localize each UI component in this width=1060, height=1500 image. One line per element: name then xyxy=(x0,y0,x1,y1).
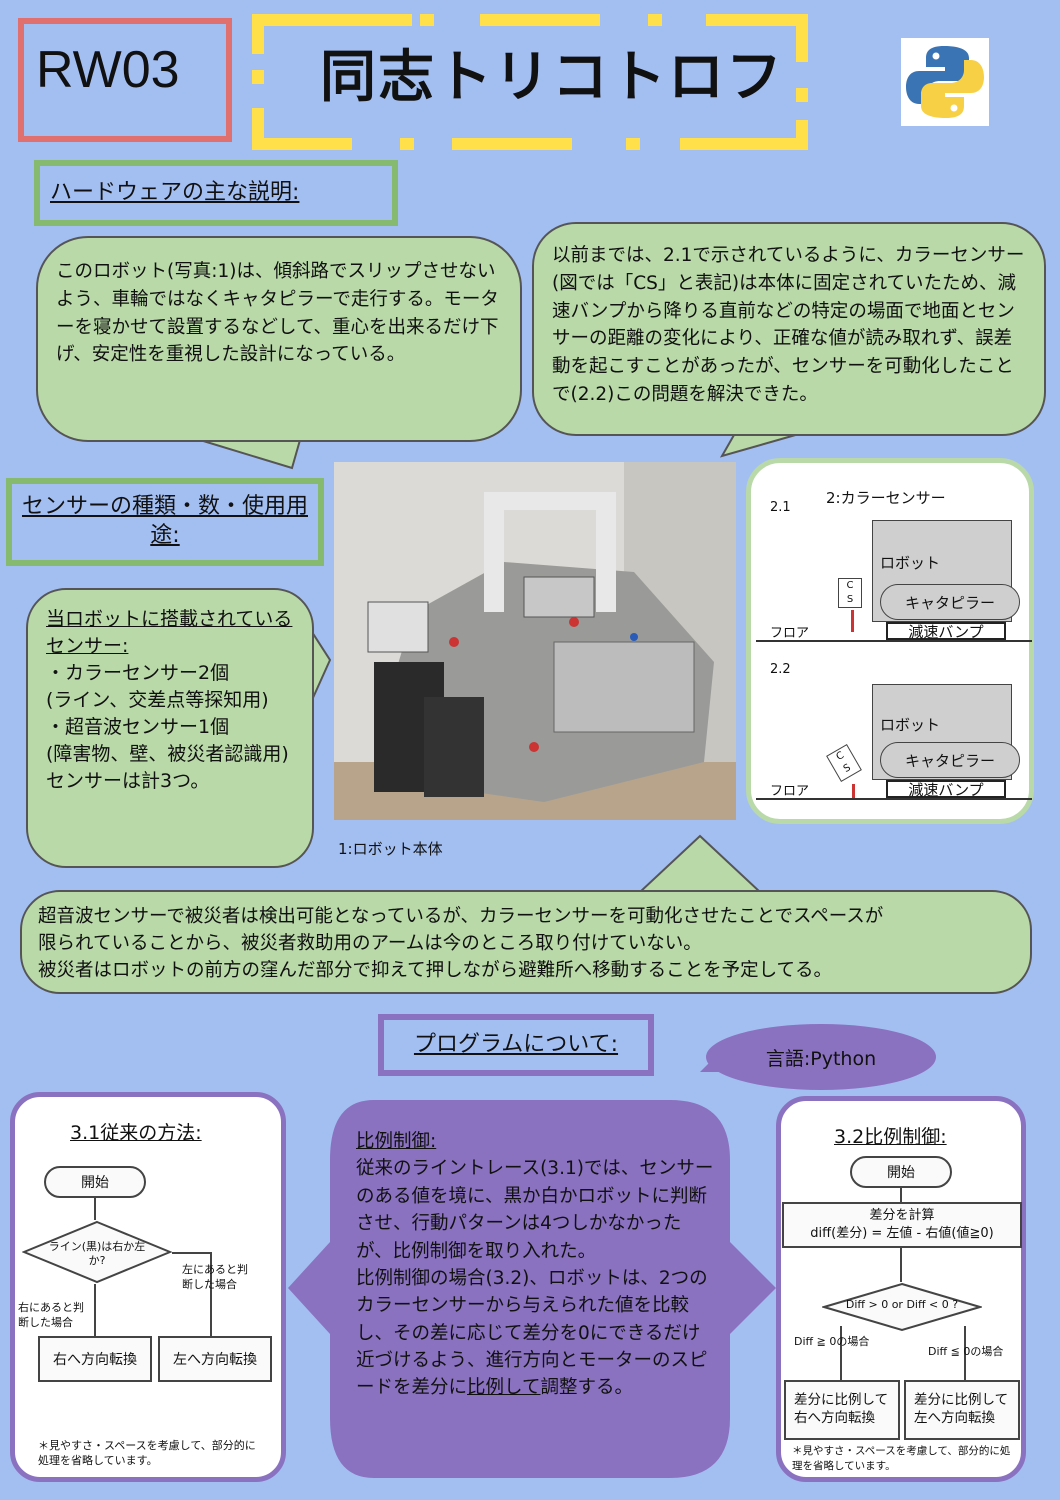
right-condition: Diff ≦ 0の場合 xyxy=(928,1345,1004,1358)
conventional-note: ＊見やすさ・スペースを考慮して、部分的に処理を省略しています。 xyxy=(38,1439,256,1468)
photo-caption: 1:ロボット本体 xyxy=(338,840,443,858)
distance-arrow-icon xyxy=(852,784,855,798)
conventional-panel xyxy=(10,1092,286,1482)
right-condition: 右にあると判断した場合 xyxy=(18,1301,84,1330)
floor-label: フロア xyxy=(770,626,810,641)
hardware-intro-bubble: このロボット(写真:1)は、傾斜路でスリップさせないよう、車輪ではなくキャタピラ… xyxy=(36,236,522,442)
start-node: 開始 xyxy=(44,1166,146,1198)
cs-letter: C xyxy=(846,580,854,591)
sensors-heading: センサーの種類・数・使用用途: xyxy=(6,478,324,566)
decision-node xyxy=(22,1220,172,1284)
sensor-line: ・カラーセンサー2個 xyxy=(46,661,230,684)
proportional-left-box: 差分に比例して左へ方向転換 xyxy=(904,1380,1020,1440)
diagram-title: 2:カラーセンサー xyxy=(826,489,946,507)
figure-label: 2.1 xyxy=(770,500,791,515)
hardware-heading: ハードウェアの主な説明: xyxy=(34,160,398,226)
language-bubble: 言語:Python xyxy=(706,1024,936,1090)
flow-connector xyxy=(964,1326,966,1380)
floor-label: フロア xyxy=(770,784,810,799)
bump-label: 減速バンプ xyxy=(886,780,1006,798)
explanation-text: 比例制御: 従来のライントレース(3.1)では、センサーのある値を境に、黒か白か… xyxy=(356,1128,714,1402)
proportional-right-box: 差分に比例して右へ方向転換 xyxy=(784,1380,900,1440)
sensor-line: (障害物、壁、被災者認識用) xyxy=(46,742,289,765)
cs-letter: S xyxy=(841,762,853,775)
distance-arrow-icon xyxy=(851,610,854,632)
hardware-intro-text: このロボット(写真:1)は、傾斜路でスリップさせないよう、車輪ではなくキャタピラ… xyxy=(56,261,499,366)
divider xyxy=(756,640,1032,642)
rescue-line: 限られていることから、被災者救助用のアームは今のところ取り付けていない。 xyxy=(38,932,702,954)
calc-line: 差分を計算 xyxy=(869,1208,935,1224)
turn-left-box: 左へ方向転換 xyxy=(158,1336,272,1382)
flow-connector xyxy=(840,1326,842,1380)
explanation-para: 比例制御の場合(3.2)、ロボットは、2つのカラーセンサーから与えられた値を比較… xyxy=(356,1267,708,1399)
explanation-title: 比例制御: xyxy=(356,1131,437,1152)
proportional-title: 3.2比例制御: xyxy=(834,1126,947,1148)
robot-label: ロボット xyxy=(880,716,941,734)
track-label: キャタピラー xyxy=(880,584,1020,620)
conventional-title: 3.1従来の方法: xyxy=(70,1122,202,1144)
robot-photo xyxy=(334,462,736,820)
rescue-line: 被災者はロボットの前方の窪んだ部分で抑えて押しながら避難所へ移動することを予定し… xyxy=(38,959,833,981)
python-logo-icon xyxy=(901,38,989,126)
decision-node xyxy=(822,1282,982,1332)
calc-box: 差分を計算 diff(差分) = 左値 - 右値(値≧0) xyxy=(782,1202,1022,1248)
bump-label: 減速バンプ xyxy=(886,622,1006,640)
team-id: RW03 xyxy=(36,41,180,99)
sensors-lead: 当ロボットに搭載されているセンサー: xyxy=(46,608,293,657)
rescue-line: 超音波センサーで被災者は検出可能となっているが、カラーセンサーを可動化させたこと… xyxy=(38,906,884,927)
team-id-frame xyxy=(18,18,232,142)
decision-text: ライン(黒)は右か左か? xyxy=(48,1240,146,1268)
cs-letter: S xyxy=(846,594,854,605)
program-heading: プログラムについて: xyxy=(378,1014,654,1076)
calc-line: diff(差分) = 左値 - 右値(値≧0) xyxy=(810,1226,994,1241)
flow-connector xyxy=(172,1252,212,1254)
track-label: キャタピラー xyxy=(880,742,1020,778)
turn-right-box: 右へ方向転換 xyxy=(38,1336,152,1382)
start-node: 開始 xyxy=(850,1156,952,1188)
left-condition: 左にあると判断した場合 xyxy=(182,1263,248,1292)
robot-label: ロボット xyxy=(880,554,941,572)
flow-connector xyxy=(94,1284,96,1336)
flow-connector xyxy=(900,1248,902,1282)
decision-text: Diff > 0 or Diff < 0 ? xyxy=(845,1298,959,1311)
rescue-bubble: 超音波センサーで被災者は検出可能となっているが、カラーセンサーを可動化させたこと… xyxy=(20,890,1032,994)
sensors-bubble: 当ロボットに搭載されているセンサー: ・カラーセンサー2個 (ライン、交差点等探… xyxy=(26,588,314,868)
figure-label: 2.2 xyxy=(770,662,791,677)
sensor-line: (ライン、交差点等探知用) xyxy=(46,688,269,711)
floor-line xyxy=(756,798,1032,800)
flow-connector xyxy=(210,1252,212,1336)
cs-letter: C xyxy=(834,749,847,764)
flow-connector xyxy=(94,1198,96,1220)
sensor-fix-bubble: 以前までは、2.1で示されているように、カラーセンサー(図では「CS」と表記)は… xyxy=(532,222,1046,436)
explanation-para: 従来のライントレース(3.1)では、センサーのある値を境に、黒か白かロボットに判… xyxy=(356,1158,714,1262)
sensor-line: センサーは計3つ。 xyxy=(46,769,210,792)
sensor-fix-text: 以前までは、2.1で示されているように、カラーセンサー(図では「CS」と表記)は… xyxy=(552,245,1025,405)
page-title: 同志トリコトロフ xyxy=(320,45,784,110)
flow-connector xyxy=(900,1188,902,1202)
explanation-shape xyxy=(288,1100,776,1478)
left-condition: Diff ≧ 0の場合 xyxy=(794,1335,870,1348)
proportional-note: ＊見やすさ・スペースを考慮して、部分的に処理を省略しています。 xyxy=(792,1445,1011,1472)
sensor-line: ・超音波センサー1個 xyxy=(46,715,230,738)
